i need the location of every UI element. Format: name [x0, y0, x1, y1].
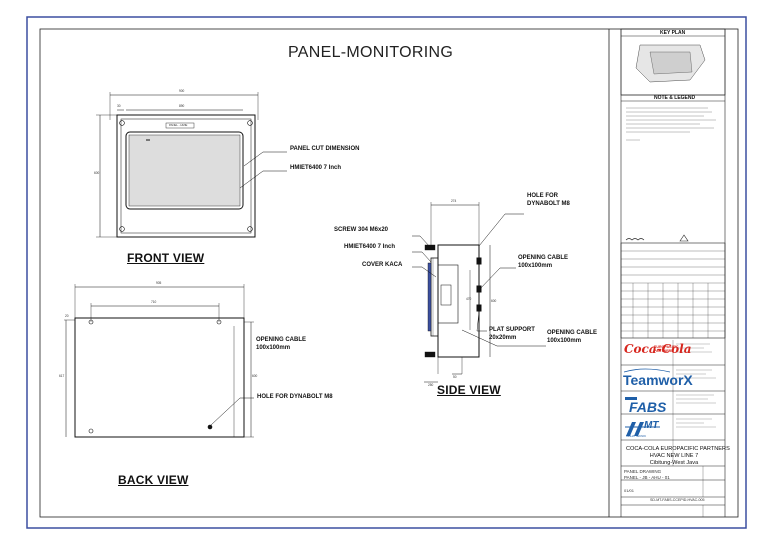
sheet-number: 01/01 — [624, 488, 635, 493]
callout-plat-support: PLAT SUPPORT 20x20mm — [489, 327, 535, 341]
dim-back-height-outer: 617 — [59, 374, 65, 378]
dim-back-height-inner: 600 — [252, 374, 258, 378]
drawing-title: PANEL-MONITORING — [288, 44, 454, 61]
title-block — [620, 28, 726, 517]
consultant-logo: TeamworX — [623, 372, 693, 388]
side-view-title: SIDE VIEW — [437, 383, 501, 397]
callout-opening-cable-side2: OPENING CABLE 100x100mm — [547, 330, 598, 344]
front-view-title: FRONT VIEW — [127, 251, 205, 265]
back-view-drawing — [64, 284, 254, 438]
dim-back-inner: 710 — [151, 300, 157, 304]
front-view-drawing — [96, 92, 287, 238]
callout-hmi-front: HMIET6400 7 Inch — [290, 165, 342, 171]
dim-front-overall-width: 900 — [179, 89, 185, 93]
callout-screw: SCREW 304 M6x20 — [334, 227, 389, 233]
dim-side-bottom-a: 250 — [428, 383, 434, 387]
dim-side-bottom-b: 50 — [453, 375, 457, 379]
key-plan-title: KEY PLAN — [660, 30, 686, 36]
note-legend-title: NOTE & LEGEND — [654, 95, 696, 101]
drawing-border — [39, 28, 739, 518]
drawing-title-block: PANEL DRAWING PANEL - JB - AHU - 01 — [624, 469, 670, 480]
callout-hole-dynabolt-top: HOLE FOR DYNABOLT M8 — [527, 193, 570, 207]
dim-back-small: 20 — [65, 314, 69, 318]
callout-hole-dynabolt-back: HOLE FOR DYNABOLT M8 — [257, 394, 333, 400]
dim-back-width: 905 — [156, 281, 162, 285]
dim-front-small: 30 — [117, 104, 121, 108]
dim-side-depth: 274 — [451, 199, 457, 203]
contractor2-logo: MT — [644, 420, 659, 431]
client-logo: Coca-Cola — [624, 342, 692, 356]
screen-badge: PANEL - HMIE — [169, 123, 188, 127]
callout-opening-cable-side: OPENING CABLE 100x100mm — [518, 255, 569, 269]
client-logo-sub: EUROPACIFIC PARTNERS — [654, 345, 679, 354]
contractor-logo: FABS — [629, 399, 667, 415]
dim-front-height: 600 — [94, 171, 100, 175]
callout-panel-cut-dimension: PANEL CUT DIMENSION — [290, 146, 360, 152]
callout-opening-cable-back: OPENING CABLE 100x100mm — [256, 337, 307, 351]
contractor2-sub: MAHA TEKNIK — [626, 434, 647, 438]
dim-side-height: 600 — [491, 299, 497, 303]
drawing-number: SD-MT-FABS-CCEPID-HVAC-005 — [650, 498, 705, 502]
callout-hmi-side: HMIET6400 7 Inch — [344, 244, 396, 250]
dim-side-inner: 470 — [466, 297, 472, 301]
back-view-title: BACK VIEW — [118, 473, 189, 487]
side-view-drawing — [412, 202, 546, 383]
dim-front-inner-width: 890 — [179, 104, 185, 108]
outer-border — [26, 16, 747, 529]
callout-cover-kaca: COVER KACA — [362, 262, 403, 268]
project-name: COCA-COLA EUROPACIFIC PARTNERS HVAC NEW … — [626, 446, 730, 466]
